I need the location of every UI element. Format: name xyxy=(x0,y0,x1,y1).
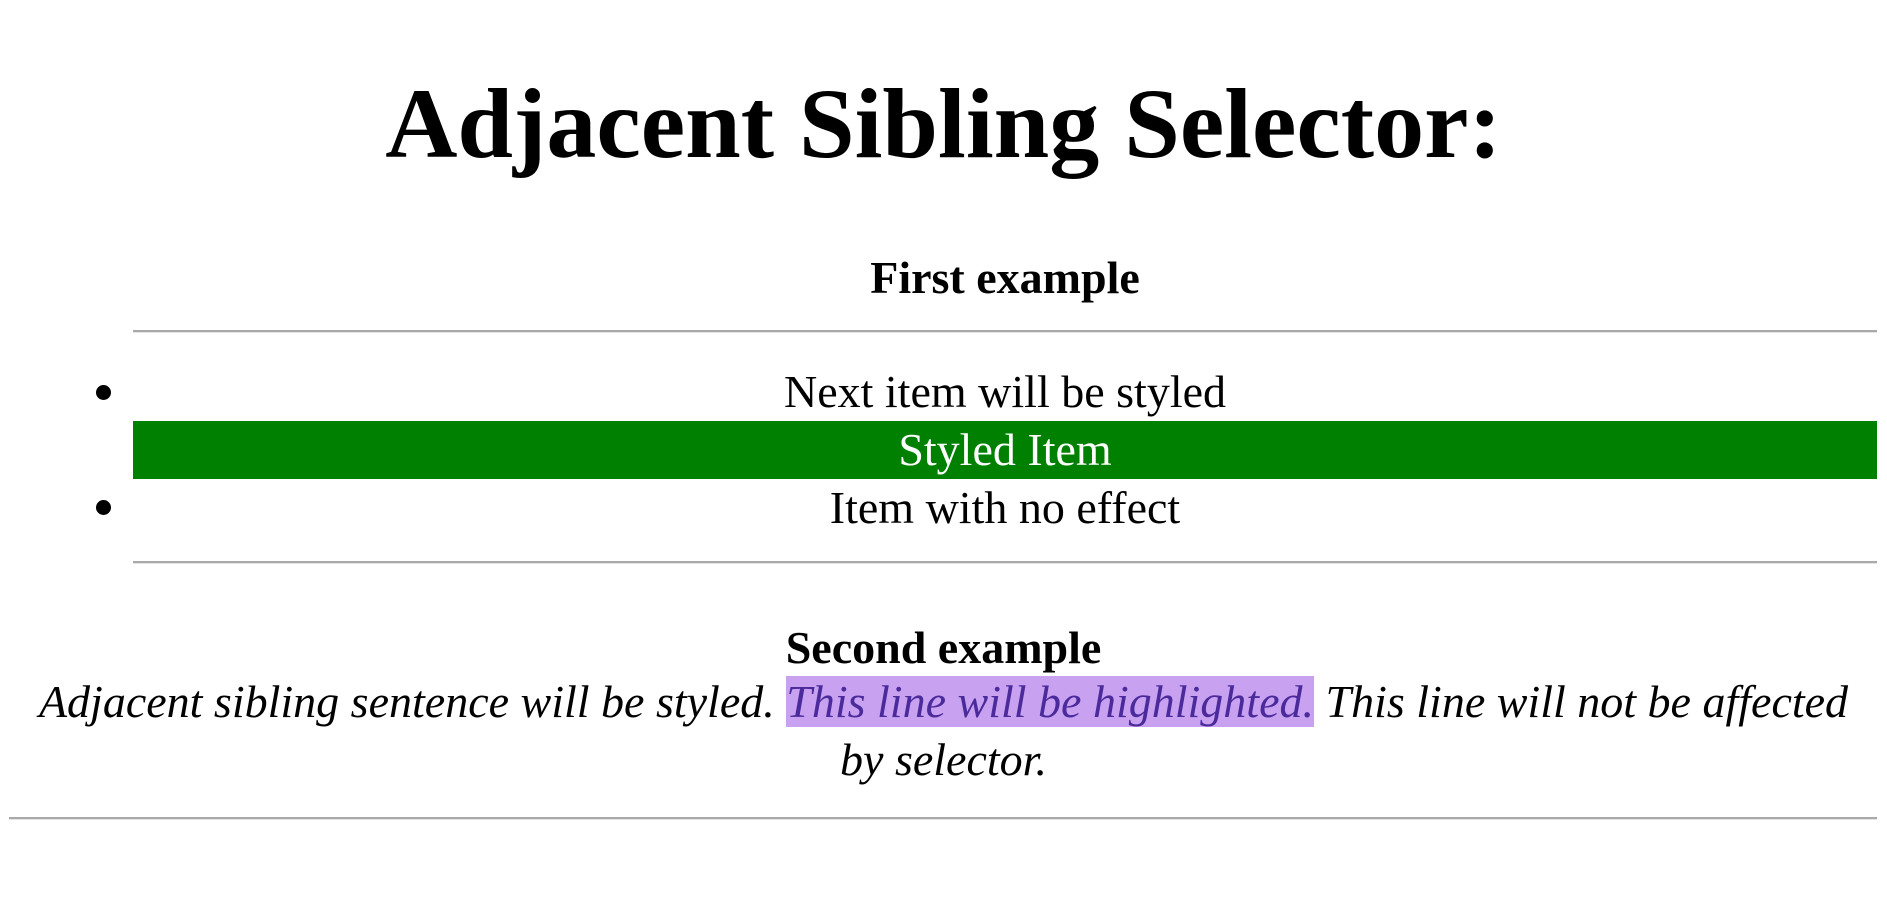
sentence-highlighted: This line will be highlighted. xyxy=(786,676,1314,727)
bullet-icon xyxy=(96,385,111,400)
list-item-next: Next item will be styled xyxy=(783,366,1227,417)
sentence-unaffected: This line will not be affected by select… xyxy=(840,676,1849,785)
bullet-icon xyxy=(96,500,111,515)
sentence-styled-trigger: Adjacent sibling sentence will be styled… xyxy=(38,676,775,727)
list-item-no-effect: Item with no effect xyxy=(829,482,1181,533)
first-example-heading: First example xyxy=(870,252,1140,303)
second-example-heading: Second example xyxy=(785,622,1102,673)
page-title: Adjacent Sibling Selector: xyxy=(385,68,1502,179)
sibling-paragraph: Adjacent sibling sentence will be styled… xyxy=(30,673,1857,789)
list-item-styled: Styled Item xyxy=(133,421,1877,479)
divider xyxy=(133,561,1877,564)
divider xyxy=(9,817,1877,820)
divider xyxy=(133,330,1877,333)
